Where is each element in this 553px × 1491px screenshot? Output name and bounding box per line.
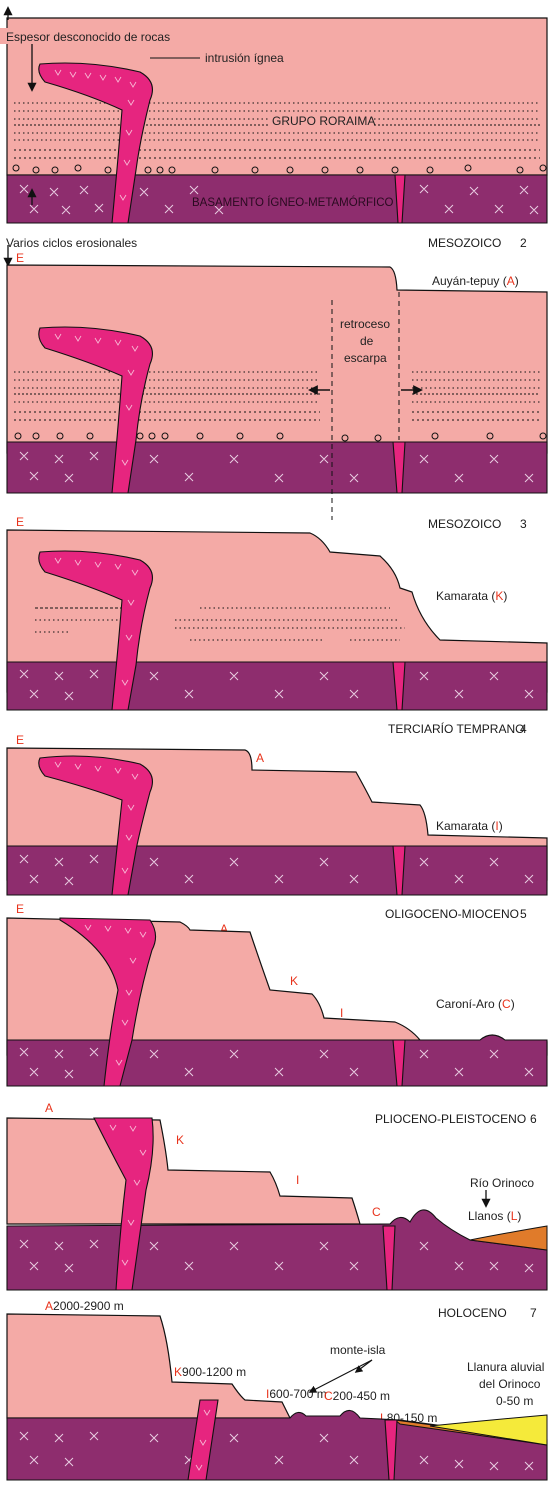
period-3-number: 3 [520, 517, 527, 531]
basement-rock [7, 1035, 547, 1086]
label-E: E [16, 515, 24, 529]
intrusion-label: intrusión ígnea [205, 51, 284, 65]
basement-label: BASAMENTO ÍGNEO-METAMÓRFICO [192, 196, 394, 209]
thickness-label: Espesor desconocido de rocas [6, 30, 170, 44]
monte-isla-label: monte-isla [330, 1343, 386, 1357]
llanos-label: Llanos (L) [468, 1209, 521, 1223]
label-C: C [372, 1205, 381, 1219]
elevation-K: K900-1200 m [174, 1365, 246, 1379]
sediment-layer [7, 1314, 290, 1418]
elevation-A: A2000-2900 m [45, 1299, 124, 1313]
period-2: MESOZOICO [428, 236, 501, 250]
svg-text:escarpa: escarpa [344, 351, 387, 365]
label-I: I [340, 1006, 343, 1020]
period-6-number: 6 [530, 1112, 537, 1126]
period-5-number: 5 [520, 907, 527, 921]
svg-text:de: de [360, 334, 374, 348]
plain-label-2: del Orinoco [479, 1377, 541, 1391]
period-2-number: 2 [520, 236, 527, 250]
panel-6: PLIOCENO-PLEISTOCENO 6 A K I C Río Orino… [7, 1101, 547, 1290]
label-K: K [290, 974, 298, 988]
elevation-I: I600-700 m [266, 1387, 327, 1401]
plain-label-1: Llanura aluvial [467, 1360, 544, 1374]
kamarata-I-label: Kamarata (I) [436, 819, 503, 833]
group-label: GRUPO RORAIMA [272, 114, 375, 128]
panel-2: MESOZOICO 2 E [7, 236, 547, 520]
basement-rock [7, 442, 547, 493]
label-I: I [296, 1173, 299, 1187]
kamarata-label: Kamarata (K) [436, 589, 507, 603]
period-5: OLIGOCENO-MIOCENO [385, 907, 519, 921]
period-7: HOLOCENO [438, 1306, 507, 1320]
label-E: E [16, 902, 24, 916]
basement-rock [7, 1410, 547, 1480]
panel-3: MESOZOICO 3 E A Kamarata (K) [7, 515, 547, 710]
label-E: E [16, 251, 24, 265]
retreat-label: retroceso [340, 317, 390, 331]
label-A: A [45, 1101, 53, 1115]
period-3: MESOZOICO [428, 517, 501, 531]
period-4: TERCIARÍO TEMPRANO [388, 721, 524, 736]
auyan-label: Auyán-tepuy (A) [432, 274, 519, 288]
elevation-C: C200-450 m [324, 1389, 390, 1403]
label-E: E [16, 733, 24, 747]
panel-1: Espesor desconocido de rocas intrusión í… [0, 8, 547, 265]
basement-rock [7, 662, 547, 710]
period-4-number: 4 [520, 722, 527, 736]
basement-rock [7, 846, 547, 895]
cycles-label: Varios ciclos erosionales [6, 236, 137, 250]
plain-label-3: 0-50 m [496, 1394, 533, 1408]
orinoco-label: Río Orinoco [470, 1176, 534, 1190]
period-7-number: 7 [530, 1306, 537, 1320]
panel-7: HOLOCENO 7 A2000-2900 m K900-1200 m I600… [7, 1299, 547, 1480]
period-6: PLIOCENO-PLEISTOCENO [375, 1112, 526, 1126]
label-K: K [176, 1133, 184, 1147]
label-A: A [256, 751, 264, 765]
panel-5: OLIGOCENO-MIOCENO 5 E A K I Caroní-Aro (… [7, 902, 547, 1086]
panel-4: TERCIARÍO TEMPRANO 4 E A K Kamarata (I) [7, 721, 547, 895]
caroni-label: Caroní-Aro (C) [436, 997, 515, 1011]
